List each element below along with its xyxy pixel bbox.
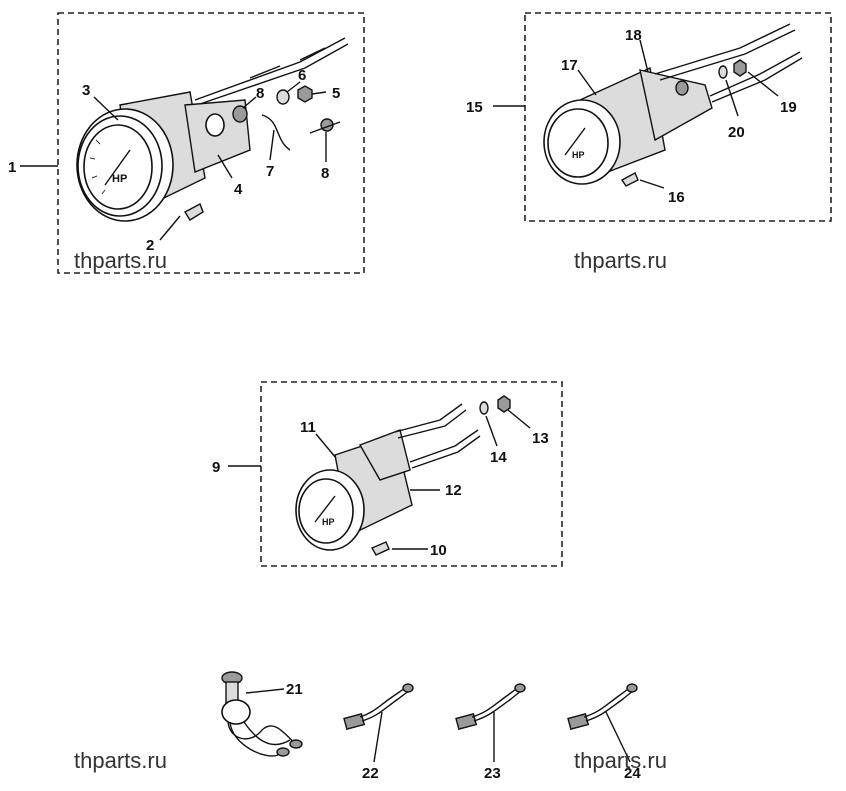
assembly-9: HP 9 10 11 12 13 14	[212, 381, 563, 567]
nut-5	[297, 85, 313, 103]
gauge-face-label-3: HP	[322, 517, 335, 527]
washer-14	[479, 401, 489, 415]
callout-17: 17	[561, 57, 578, 74]
callout-9: 9	[212, 459, 220, 476]
assembly-9-box	[260, 381, 563, 567]
bulb-2	[184, 203, 204, 221]
assembly-1: HP 1 2	[8, 12, 365, 274]
part-23-lead: 23	[455, 683, 526, 782]
part-24-lead: 24	[567, 683, 641, 782]
callout-7: 7	[266, 163, 274, 180]
wire-7	[261, 114, 291, 151]
wire-harness-15	[654, 23, 803, 103]
callout-5: 5	[332, 85, 340, 102]
callout-19: 19	[780, 99, 797, 116]
wire-harness-9	[394, 403, 481, 469]
callout-15: 15	[466, 99, 483, 116]
callout-6: 6	[298, 67, 306, 84]
callout-11: 11	[300, 419, 316, 436]
part-22-lead: 22	[343, 683, 414, 782]
callout-2: 2	[146, 237, 154, 254]
callout-21: 21	[286, 681, 303, 698]
callout-10: 10	[430, 542, 447, 559]
part-21-socket: 21	[221, 671, 303, 757]
callout-18: 18	[625, 27, 642, 44]
callout-24: 24	[624, 765, 641, 782]
bulb-10	[371, 541, 390, 556]
washer-6	[276, 89, 290, 105]
callout-22: 22	[362, 765, 379, 782]
gauge-assembly-9: HP	[295, 429, 413, 551]
callout-8b: 8	[321, 165, 329, 182]
washer-20	[718, 65, 728, 79]
callout-3: 3	[82, 82, 90, 99]
watermark-2: thparts.ru	[574, 248, 667, 273]
callout-1: 1	[8, 159, 16, 176]
watermark-1: thparts.ru	[74, 248, 167, 273]
gauge-assembly-15: HP	[543, 66, 713, 185]
gauge-face-label-2: HP	[572, 150, 585, 160]
bulb-16	[620, 172, 639, 187]
nut-13	[497, 395, 511, 413]
callout-13: 13	[532, 430, 549, 447]
assembly-15: HP 15 16 17 18 19 20	[466, 12, 832, 222]
gauge-assembly-1: HP	[76, 91, 251, 222]
gauge-face-label-1: HP	[112, 173, 127, 185]
callout-12: 12	[445, 482, 462, 499]
callout-16: 16	[668, 189, 685, 206]
callout-20: 20	[728, 124, 745, 141]
callout-14: 14	[490, 449, 507, 466]
callout-8a: 8	[256, 85, 264, 102]
assembly-15-box	[524, 12, 832, 222]
assembly-1-box	[57, 12, 365, 274]
screw-8	[309, 118, 341, 134]
callout-23: 23	[484, 765, 501, 782]
callout-4: 4	[234, 181, 243, 198]
watermark-3: thparts.ru	[74, 748, 167, 773]
wire-harness-1	[194, 37, 349, 105]
watermark-4: thparts.ru	[574, 748, 667, 773]
nut-19	[733, 59, 747, 77]
